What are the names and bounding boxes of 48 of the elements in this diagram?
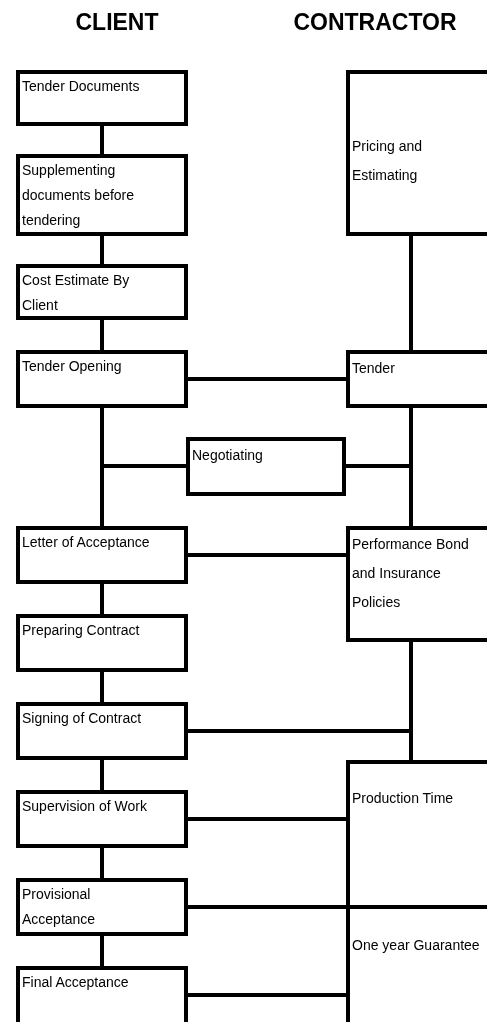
connector-line: [100, 584, 104, 614]
connector-line: [100, 126, 104, 154]
connector-line: [100, 320, 104, 350]
process-box: [16, 264, 188, 320]
process-box: [16, 154, 188, 236]
connector-line: [100, 672, 104, 702]
process-box: [16, 878, 188, 936]
connector-line: [100, 936, 104, 966]
column-heading: CONTRACTOR: [292, 8, 458, 36]
box-label: Signing of Contract: [22, 709, 143, 728]
process-box: [346, 350, 487, 408]
connector-line: [100, 848, 104, 878]
connector-line: [100, 760, 104, 790]
box-label: Supervision of Work: [22, 797, 148, 816]
box-label: Cost Estimate By Client: [22, 271, 131, 315]
box-label: Tender Documents: [22, 77, 141, 96]
box-label: Letter of Acceptance: [22, 533, 151, 552]
connector-line: [188, 905, 346, 909]
box-label: Negotiating: [192, 446, 264, 465]
column-heading: CLIENT: [74, 8, 160, 36]
process-box: [16, 70, 188, 126]
process-box: [16, 614, 188, 672]
box-label: Preparing Contract: [22, 621, 141, 640]
box-label: Tender: [352, 359, 396, 378]
connector-line: [100, 236, 104, 264]
connector-line: [188, 993, 346, 997]
box-label: Performance Bond and Insurance Policies: [352, 535, 470, 612]
process-box: [16, 526, 188, 584]
process-box: [346, 70, 487, 236]
connector-line: [188, 553, 346, 557]
box-label: Supplementing documents before tendering: [22, 161, 136, 230]
process-box: [346, 526, 487, 642]
connector-line: [188, 377, 346, 381]
box-label: Tender Opening: [22, 357, 123, 376]
box-label: Pricing and Estimating: [352, 137, 424, 185]
process-box: [16, 350, 188, 408]
box-label: One year Guarantee: [352, 936, 481, 955]
process-box: [186, 437, 346, 496]
box-label: Final Acceptance: [22, 973, 130, 992]
process-box: [16, 702, 188, 760]
connector-line: [100, 408, 186, 468]
process-box: [16, 966, 188, 1022]
connector-line: [188, 817, 346, 821]
process-box: [16, 790, 188, 848]
connector-line: [188, 729, 413, 760]
box-label: Provisional Acceptance: [22, 885, 97, 929]
box-label: Production Time: [352, 789, 455, 808]
connector-line: [409, 236, 413, 350]
